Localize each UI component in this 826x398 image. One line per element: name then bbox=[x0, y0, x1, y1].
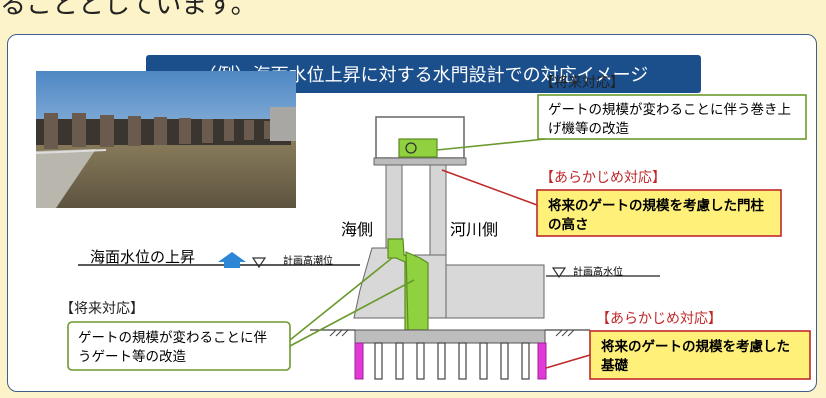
future-top-heading: 【将来対応】 bbox=[540, 75, 624, 91]
advance-bottom-text: 将来のゲートの規模を考慮した基礎 bbox=[601, 339, 790, 374]
foundation-slab bbox=[354, 329, 546, 344]
future-top-text: ゲートの規模が変わることに伴う巻き上げ機等の改造 bbox=[548, 102, 791, 137]
advance-mid-heading: 【あらかじめ対応】 bbox=[540, 170, 666, 186]
advance-mid-text: 将来のゲートの規模を考慮した門柱の高さ bbox=[548, 198, 764, 233]
arrow-up-icon bbox=[218, 252, 246, 268]
future-left-text: ゲートの規模が変わることに伴うゲート等の改造 bbox=[78, 330, 267, 365]
sea-level-rise-label: 海面水位の上昇 bbox=[90, 248, 196, 266]
water-gate-photo bbox=[36, 71, 296, 208]
design-high-water-label: 計画高水位 bbox=[573, 267, 623, 278]
hoist-machine bbox=[398, 138, 438, 158]
future-left-heading: 【将来対応】 bbox=[60, 301, 144, 317]
design-high-tide-label: 計画高潮位 bbox=[283, 256, 333, 267]
top-text: ることとしています。 bbox=[0, 0, 257, 20]
river-side-label: 河川側 bbox=[450, 220, 499, 239]
future-top-box bbox=[537, 94, 807, 140]
water-level-marker-icon bbox=[251, 257, 267, 269]
sea-side-label: 海側 bbox=[341, 220, 374, 239]
advance-bottom-heading: 【あらかじめ対応】 bbox=[596, 311, 722, 327]
advance-mid-box bbox=[536, 189, 782, 237]
